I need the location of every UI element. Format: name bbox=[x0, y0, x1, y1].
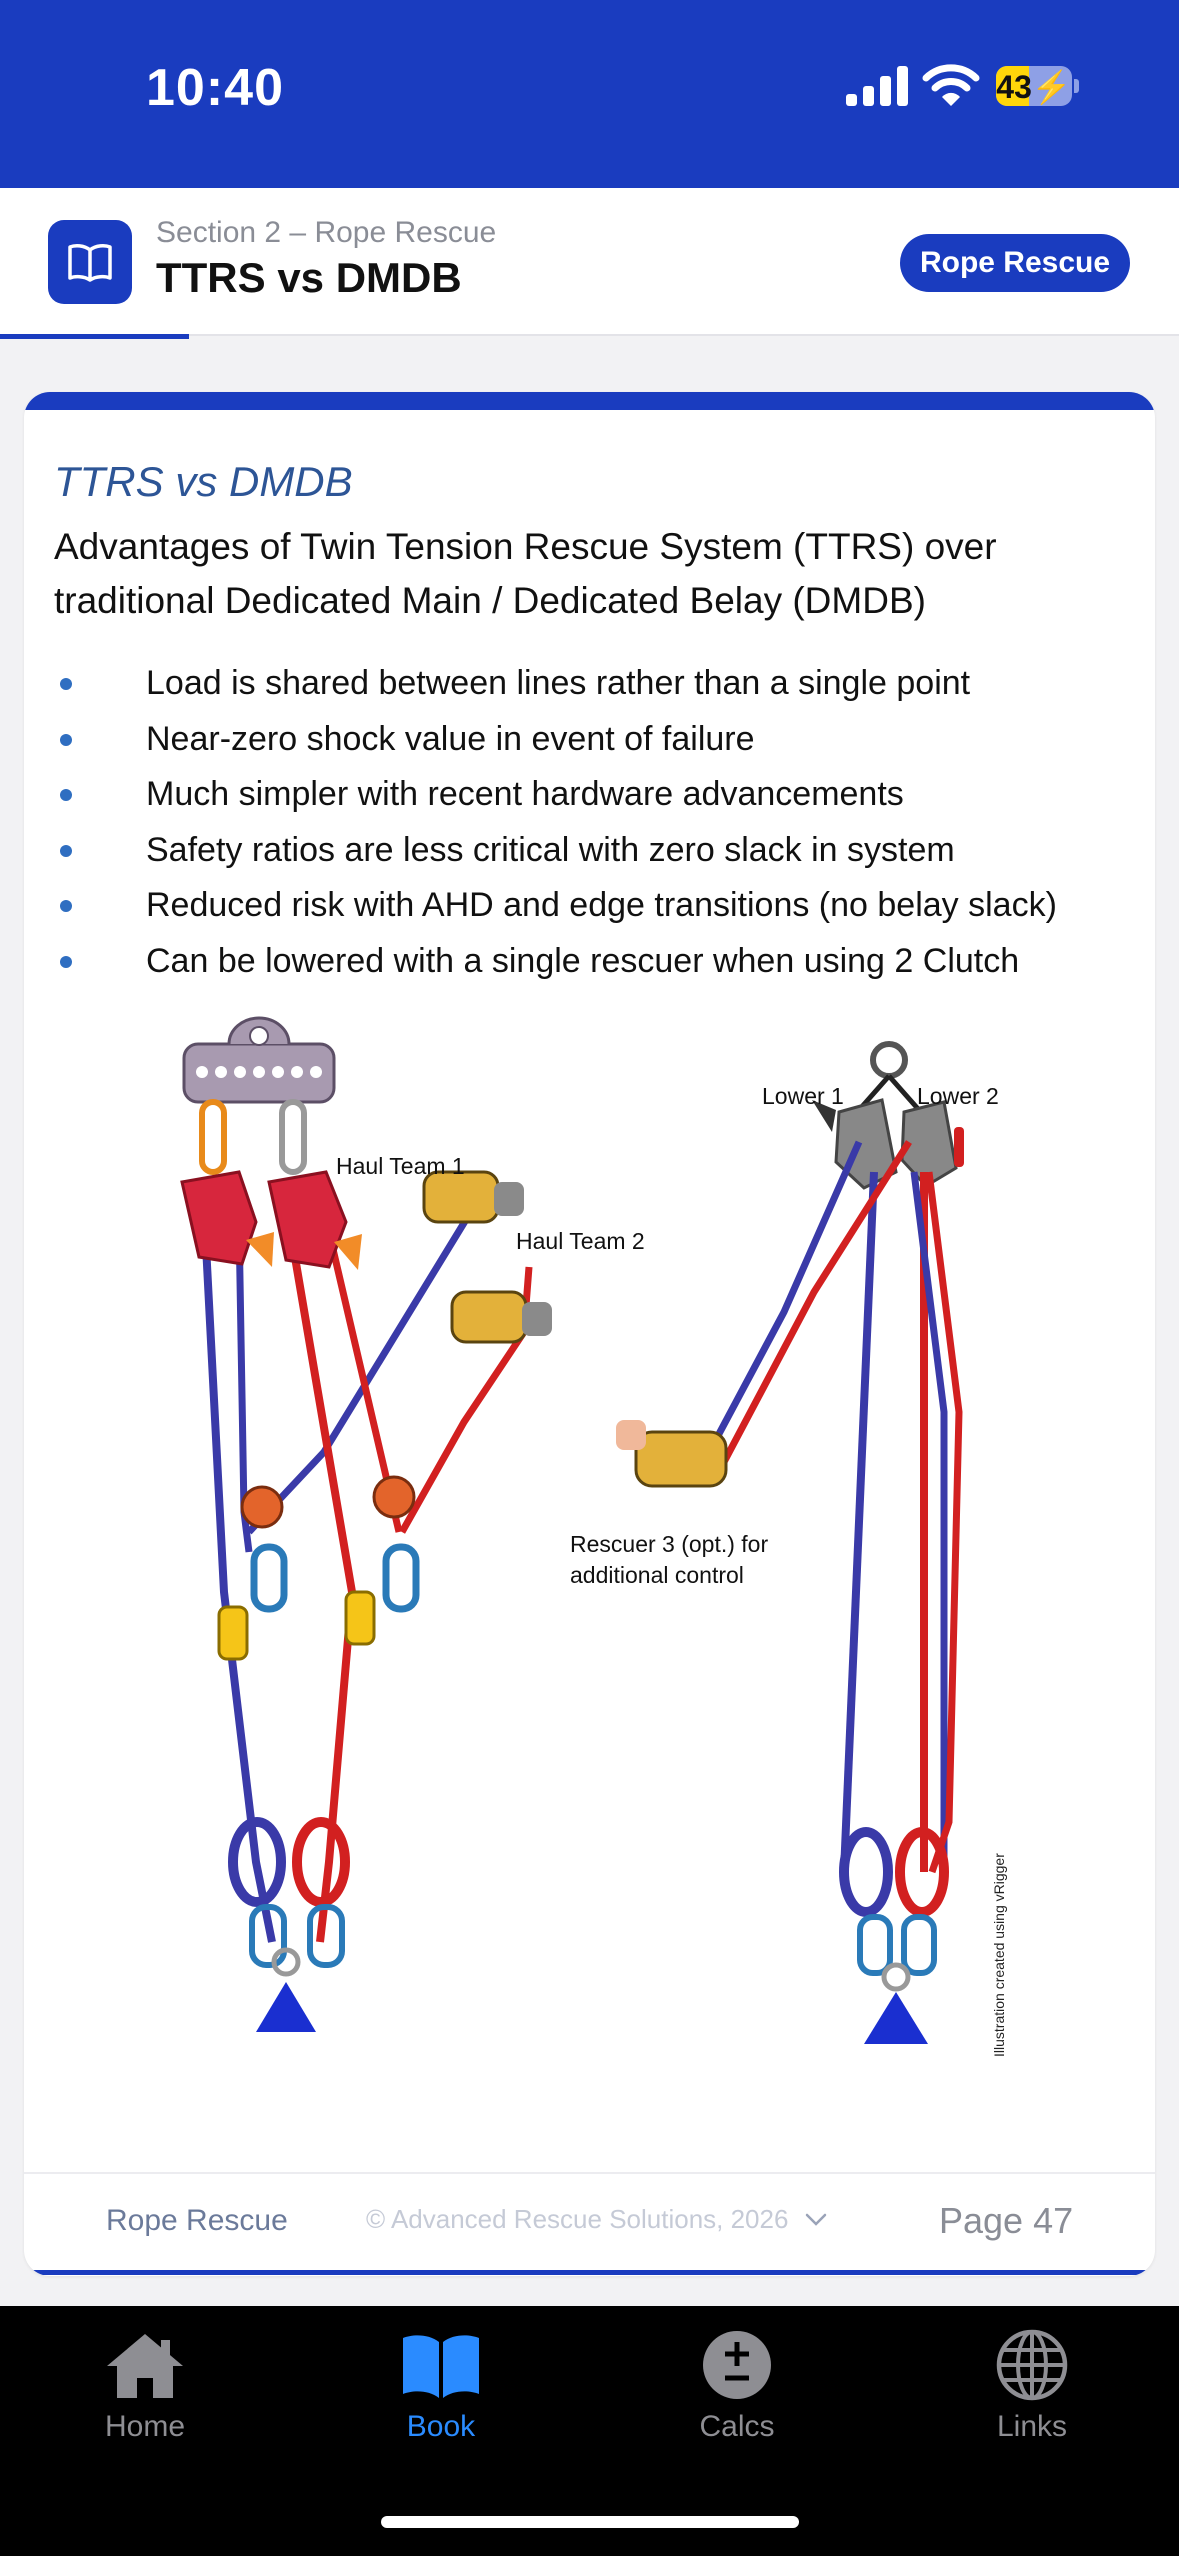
plus-minus-icon bbox=[703, 2331, 771, 2399]
card-footer: Rope Rescue © Advanced Rescue Solutions,… bbox=[24, 2172, 1155, 2272]
bullet-item: Load is shared between lines rather than… bbox=[54, 656, 1057, 712]
home-indicator[interactable] bbox=[381, 2516, 799, 2528]
label-rescuer-line-2: additional control bbox=[570, 1562, 744, 1588]
tab-book[interactable]: Book bbox=[341, 2328, 541, 2478]
card-accent-bar bbox=[24, 392, 1155, 410]
label-haul-team-2: Haul Team 2 bbox=[516, 1228, 645, 1254]
copyright-toggle[interactable]: © Advanced Rescue Solutions, 2026 bbox=[366, 2204, 828, 2235]
reading-progress-bar bbox=[0, 334, 189, 339]
glove-icon bbox=[616, 1420, 728, 1488]
label-rescuer-line-1: Rescuer 3 (opt.) for bbox=[570, 1531, 768, 1557]
bullet-item: Much simpler with recent hardware advanc… bbox=[54, 767, 1057, 823]
glove-icon bbox=[450, 1290, 552, 1344]
bullet-item: Reduced risk with AHD and edge transitio… bbox=[54, 878, 1057, 934]
tab-label: Calcs bbox=[699, 2410, 775, 2443]
label-haul-team-1: Haul Team 1 bbox=[336, 1153, 465, 1179]
battery-icon: 43⚡ bbox=[996, 66, 1079, 106]
chapter-header: Section 2 – Rope Rescue TTRS vs DMDB Rop… bbox=[0, 188, 1179, 336]
globe-icon bbox=[996, 2329, 1068, 2401]
battery-percent: 43 bbox=[996, 69, 1032, 105]
tab-home[interactable]: Home bbox=[45, 2328, 245, 2478]
book-icon[interactable] bbox=[48, 220, 132, 304]
slide-card: TTRS vs DMDB Advantages of Twin Tension … bbox=[24, 392, 1155, 2276]
book-icon bbox=[403, 2335, 479, 2398]
glove-icon bbox=[422, 1170, 524, 1224]
card-bottom-bar bbox=[24, 2270, 1155, 2275]
dmdb-right-system: Lower 1 Lower 2 Rescuer 3 (opt.) for add… bbox=[570, 1041, 1007, 2057]
tab-label: Book bbox=[406, 2410, 476, 2443]
label-lower-2: Lower 2 bbox=[917, 1083, 999, 1109]
cellular-signal-icon bbox=[846, 66, 908, 106]
tab-bar: Home Book Calcs Links bbox=[0, 2306, 1179, 2556]
label-lower-1: Lower 1 bbox=[762, 1083, 844, 1109]
slide-title: TTRS vs DMDB bbox=[54, 458, 353, 505]
footer-section-label: Rope Rescue bbox=[106, 2204, 288, 2237]
slide-subtitle: Advantages of Twin Tension Rescue System… bbox=[54, 526, 997, 621]
page-number: Page 47 bbox=[939, 2200, 1074, 2241]
tab-label: Home bbox=[104, 2410, 186, 2443]
tab-links[interactable]: Links bbox=[932, 2328, 1132, 2478]
category-badge[interactable]: Rope Rescue bbox=[900, 234, 1130, 292]
illustration-credit: Illustration created using vRigger bbox=[991, 1853, 1007, 2057]
bullet-item: Safety ratios are less critical with zer… bbox=[54, 823, 1057, 879]
bullet-list: Load is shared between lines rather than… bbox=[54, 656, 1057, 989]
wifi-icon bbox=[922, 64, 980, 106]
status-bar: 10:40 43⚡ bbox=[0, 0, 1179, 188]
tab-calcs[interactable]: Calcs bbox=[637, 2328, 837, 2478]
bullet-item: Near-zero shock value in event of failur… bbox=[54, 712, 1057, 768]
section-label: Section 2 – Rope Rescue bbox=[156, 216, 497, 249]
ttrs-left-system: Haul Team 1 Haul Team 2 bbox=[180, 1016, 645, 2032]
status-time: 10:40 bbox=[146, 59, 284, 117]
bullet-item: Can be lowered with a single rescuer whe… bbox=[54, 934, 1057, 990]
house-icon bbox=[107, 2334, 183, 2398]
page-title: TTRS vs DMDB bbox=[156, 254, 462, 301]
tab-label: Links bbox=[996, 2410, 1068, 2443]
rope-system-illustration: Haul Team 1 Haul Team 2 bbox=[180, 1016, 1007, 2057]
chevron-down-icon bbox=[806, 2213, 827, 2226]
copyright-text: © Advanced Rescue Solutions, 2026 bbox=[366, 2204, 789, 2234]
